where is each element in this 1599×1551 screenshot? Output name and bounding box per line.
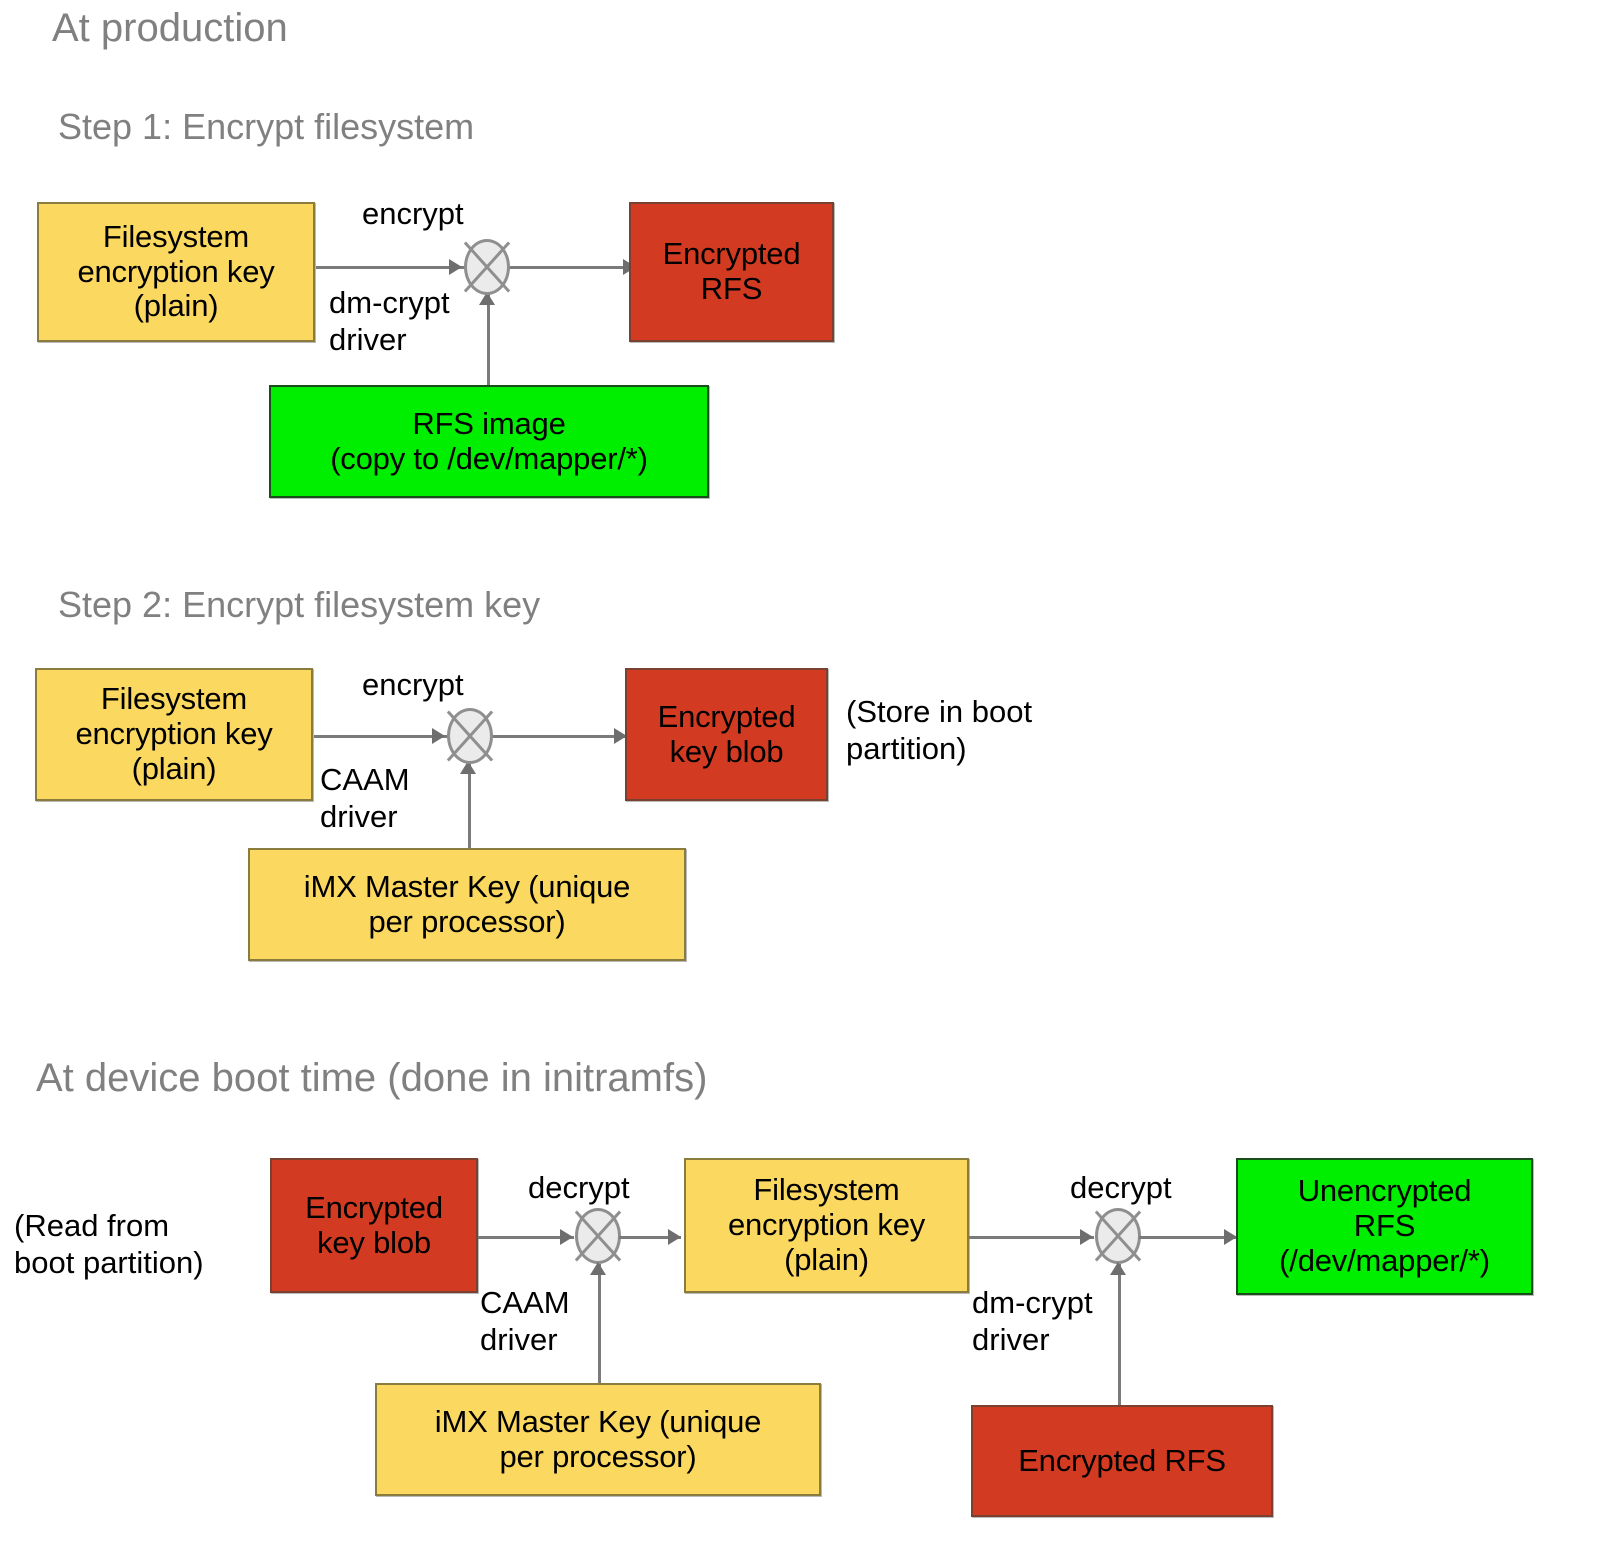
box-filesystem-encryption-key-step2: Filesystem encryption key (plain) <box>35 668 313 801</box>
arrowhead-step2-xor-to-output <box>614 728 627 744</box>
box-encrypted-key-blob-boot: Encrypted key blob <box>270 1158 478 1293</box>
box-imx-master-key-step2: iMX Master Key (unique per processor) <box>248 848 686 961</box>
box-rfs-image-step1: RFS image (copy to /dev/mapper/*) <box>269 385 709 498</box>
arrowhead-boot-masterkey-to-xor1 <box>590 1262 606 1275</box>
box-filesystem-encryption-key-boot: Filesystem encryption key (plain) <box>684 1158 969 1293</box>
label-read-from-boot-partition: (Read from boot partition) <box>14 1208 204 1280</box>
box-encrypted-rfs-boot: Encrypted RFS <box>971 1405 1273 1517</box>
label-store-in-boot-partition: (Store in boot partition) <box>846 694 1033 766</box>
label-decrypt-boot-1: decrypt <box>528 1170 630 1205</box>
label-encrypt-step2: encrypt <box>362 667 464 702</box>
arrowhead-boot-xor1-to-key <box>668 1229 681 1245</box>
label-caam-driver-boot: CAAM driver <box>480 1285 570 1357</box>
label-dm-crypt-driver-step1: dm-crypt driver <box>329 285 450 357</box>
box-encrypted-key-blob-step2: Encrypted key blob <box>625 668 828 801</box>
box-imx-master-key-boot: iMX Master Key (unique per processor) <box>375 1383 821 1496</box>
connector-boot-blob-to-xor1 <box>478 1236 574 1239</box>
connector-boot-masterkey-to-xor1 <box>598 1264 601 1386</box>
xor-operator-icon-step2 <box>447 708 493 764</box>
arrowhead-boot-key-to-xor2 <box>1080 1229 1093 1245</box>
heading-step-2: Step 2: Encrypt filesystem key <box>58 584 541 625</box>
connector-step2-key-to-xor <box>313 735 448 738</box>
heading-at-production: At production <box>52 6 288 50</box>
box-encrypted-rfs-step1: Encrypted RFS <box>629 202 834 342</box>
arrowhead-step1-key-to-xor <box>449 259 462 275</box>
connector-boot-xor1-to-key <box>619 1236 681 1239</box>
connector-boot-encrfs-to-xor2 <box>1118 1264 1121 1408</box>
heading-at-device-boot-time: At device boot time (done in initramfs) <box>36 1056 708 1100</box>
connector-step1-xor-to-output <box>509 266 637 269</box>
box-unencrypted-rfs-boot: Unencrypted RFS (/dev/mapper/*) <box>1236 1158 1533 1295</box>
label-caam-driver-step2: CAAM driver <box>320 762 410 834</box>
connector-step1-source-to-xor <box>487 294 490 388</box>
box-filesystem-encryption-key-step1: Filesystem encryption key (plain) <box>37 202 315 342</box>
label-dm-crypt-driver-boot: dm-crypt driver <box>972 1285 1093 1357</box>
heading-step-1: Step 1: Encrypt filesystem <box>58 106 475 147</box>
connector-boot-key-to-xor2 <box>969 1236 1094 1239</box>
xor-operator-icon-boot-2 <box>1095 1208 1141 1264</box>
arrowhead-boot-blob-to-xor1 <box>560 1229 573 1245</box>
connector-step2-source-to-xor <box>468 763 471 851</box>
xor-operator-icon-step1 <box>464 239 510 295</box>
arrowhead-step2-key-to-xor <box>432 728 445 744</box>
arrowhead-boot-xor2-to-output <box>1224 1229 1237 1245</box>
connector-boot-xor2-to-output <box>1139 1236 1239 1239</box>
label-encrypt-step1: encrypt <box>362 196 464 231</box>
arrowhead-step2-source-to-xor <box>460 761 476 774</box>
arrowhead-step1-source-to-xor <box>479 292 495 305</box>
connector-step2-xor-to-output <box>492 735 628 738</box>
xor-operator-icon-boot-1 <box>575 1208 621 1264</box>
label-decrypt-boot-2: decrypt <box>1070 1170 1172 1205</box>
connector-step1-key-to-xor <box>315 266 465 269</box>
arrowhead-boot-encrfs-to-xor2 <box>1110 1262 1126 1275</box>
